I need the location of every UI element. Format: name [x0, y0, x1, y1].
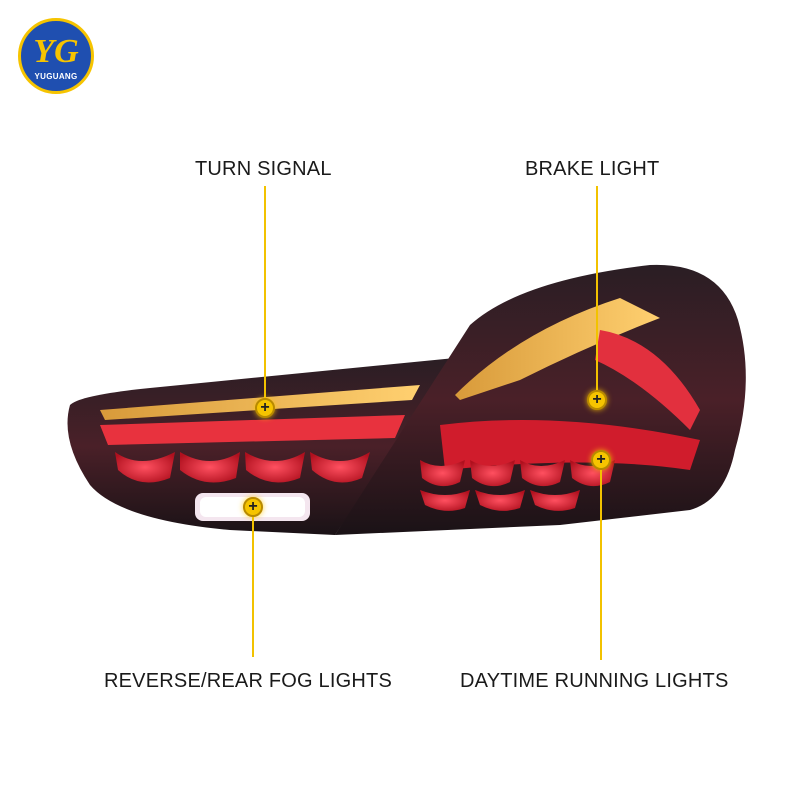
- label-brake-light: BRAKE LIGHT: [525, 158, 660, 180]
- label-turn-signal: TURN SIGNAL: [195, 158, 332, 180]
- logo-brand-text: YUGUANG: [34, 72, 78, 81]
- drl-leader: [600, 470, 602, 660]
- reverse-fog-leader: [252, 517, 254, 657]
- turn-signal-marker-icon: +: [255, 398, 275, 418]
- logo-mark: YG: [33, 33, 79, 70]
- label-drl: DAYTIME RUNNING LIGHTS: [460, 670, 729, 692]
- left-red-scales: [115, 452, 370, 483]
- left-red-bar: [100, 415, 405, 445]
- brand-logo: YG YUGUANG: [18, 18, 94, 94]
- brake-light-leader: [596, 186, 598, 390]
- right-red-scales: [420, 460, 615, 511]
- label-reverse-fog: REVERSE/REAR FOG LIGHTS: [104, 670, 392, 692]
- drl-marker-icon: +: [591, 450, 611, 470]
- reverse-fog-marker-icon: +: [243, 497, 263, 517]
- brake-light-marker-icon: +: [587, 390, 607, 410]
- right-amber-blade: [455, 298, 660, 400]
- turn-signal-leader: [264, 186, 266, 398]
- right-red-body: [440, 420, 700, 470]
